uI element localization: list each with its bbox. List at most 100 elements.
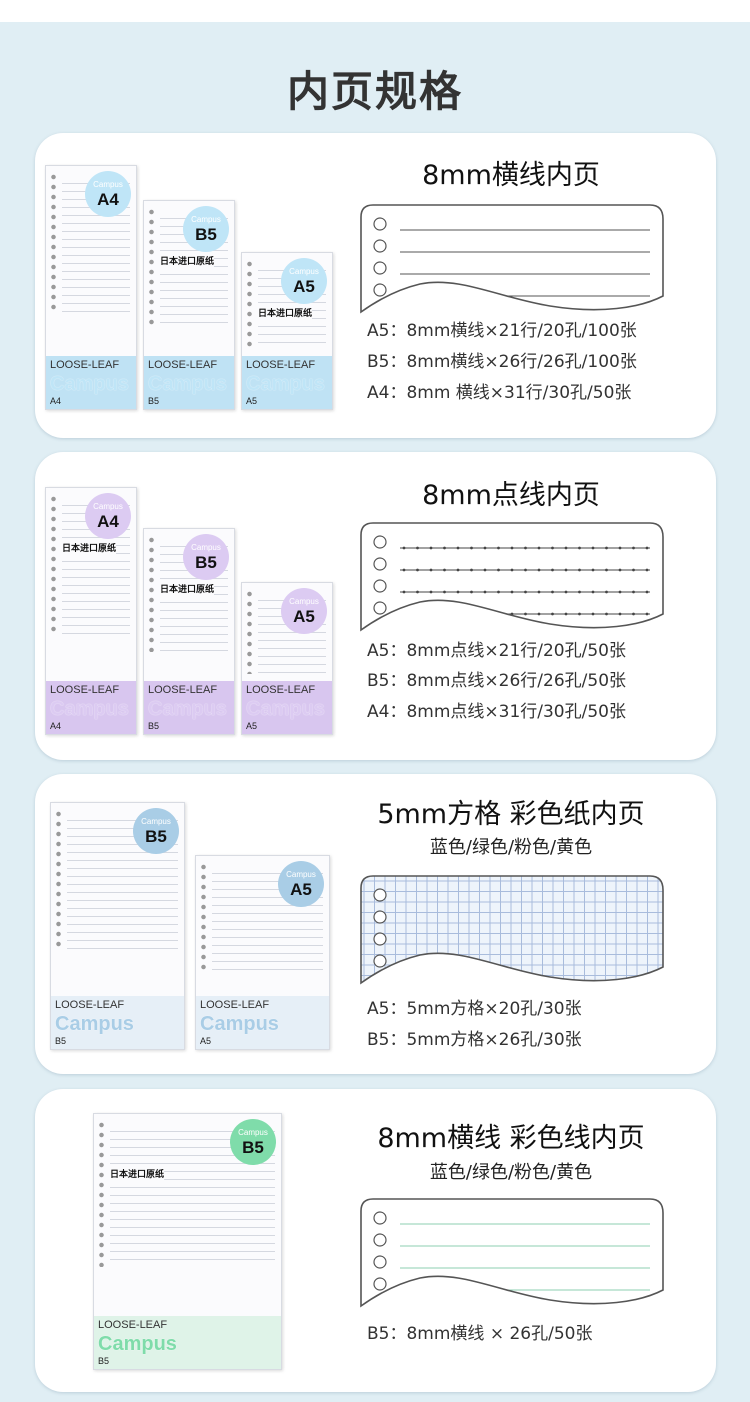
dot — [497, 568, 500, 572]
dot — [402, 590, 406, 594]
dot — [497, 546, 500, 550]
loose-leaf-label: LOOSE-LEAF — [50, 684, 120, 696]
pack-holes — [246, 259, 253, 347]
punch-hole-icon — [373, 535, 387, 549]
pack-holes — [246, 589, 253, 674]
pack-label: 日本进口原纸 — [258, 308, 313, 320]
pack-holes — [148, 535, 155, 652]
dot — [605, 568, 608, 572]
dot — [456, 546, 460, 550]
pack-label: 日本进口原纸 — [160, 584, 215, 596]
paper-outline — [360, 875, 664, 985]
pack-holes — [50, 172, 57, 312]
dot — [416, 590, 419, 594]
dot — [645, 546, 649, 550]
campus-logo: Campus — [50, 698, 129, 720]
dot — [470, 568, 473, 572]
badge-brand: Campus — [238, 1127, 268, 1137]
badge-size: A5 — [293, 606, 315, 626]
dot — [591, 612, 595, 616]
dot — [416, 568, 419, 572]
spec-line: B5：5mm方格×26孔/30张 — [367, 1030, 582, 1050]
dot — [605, 612, 608, 616]
dot — [524, 568, 527, 572]
dot — [645, 590, 649, 594]
dot — [578, 612, 581, 616]
pack-label: 日本进口原纸 — [62, 543, 117, 555]
dot — [578, 546, 581, 550]
dot — [564, 568, 568, 572]
dot — [618, 568, 622, 572]
dot — [456, 590, 460, 594]
spec-line: A4：8mm点线×31行/30孔/50张 — [367, 702, 626, 722]
paper-outline — [360, 522, 664, 632]
dot — [551, 612, 554, 616]
paper-outline — [360, 1198, 664, 1308]
campus-logo: Campus — [55, 1013, 134, 1035]
card-subtitle: 蓝色/绿色/粉色/黄色 — [429, 1162, 593, 1183]
paper-sheet — [361, 1199, 663, 1306]
punch-hole-icon — [373, 1255, 387, 1269]
dot — [443, 568, 446, 572]
punch-hole-icon — [373, 579, 387, 593]
dot — [632, 612, 635, 616]
dot — [591, 590, 595, 594]
card-subtitle: 蓝色/绿色/粉色/黄色 — [429, 837, 593, 858]
paper-illustration — [360, 1198, 665, 1310]
badge-brand: Campus — [191, 214, 221, 224]
campus-logo: Campus — [148, 698, 227, 720]
card-title: 8mm横线内页 — [422, 160, 600, 191]
dot — [510, 568, 514, 572]
pack-size-label: B5 — [148, 721, 160, 731]
badge-brand: Campus — [141, 816, 171, 826]
pack-holes — [98, 1120, 105, 1267]
dot — [416, 612, 419, 616]
dot — [618, 590, 622, 594]
dot — [618, 546, 622, 550]
dot — [402, 612, 406, 616]
punch-hole-icon — [373, 1211, 387, 1225]
badge-size: A4 — [97, 511, 119, 531]
loose-leaf-label: LOOSE-LEAF — [50, 359, 120, 371]
badge-brand: Campus — [286, 869, 316, 879]
badge-brand: Campus — [289, 596, 319, 606]
punch-hole-icon — [373, 888, 387, 902]
punch-hole-icon — [373, 261, 387, 275]
campus-logo: Campus — [246, 698, 325, 720]
paper-sheet — [361, 523, 663, 630]
dot — [645, 612, 649, 616]
loose-leaf-label: LOOSE-LEAF — [55, 999, 125, 1011]
spec-line: B5：8mm点线×26行/26孔/50张 — [367, 671, 627, 691]
loose-leaf-label: LOOSE-LEAF — [148, 684, 218, 696]
dot — [645, 568, 649, 572]
campus-logo: Campus — [200, 1013, 279, 1035]
dot — [578, 568, 581, 572]
badge-size: B5 — [242, 1137, 264, 1157]
loose-leaf-label: LOOSE-LEAF — [148, 359, 218, 371]
dot — [497, 612, 500, 616]
dot — [632, 568, 635, 572]
dot — [564, 546, 568, 550]
dot — [402, 568, 406, 572]
punch-hole-icon — [373, 932, 387, 946]
dot — [537, 590, 541, 594]
dot — [456, 612, 460, 616]
dot — [551, 568, 554, 572]
pack-size-label: A5 — [200, 1036, 212, 1046]
campus-logo: Campus — [50, 373, 129, 395]
punch-hole-icon — [373, 1277, 387, 1291]
punch-hole-icon — [373, 283, 387, 297]
dot — [429, 568, 433, 572]
